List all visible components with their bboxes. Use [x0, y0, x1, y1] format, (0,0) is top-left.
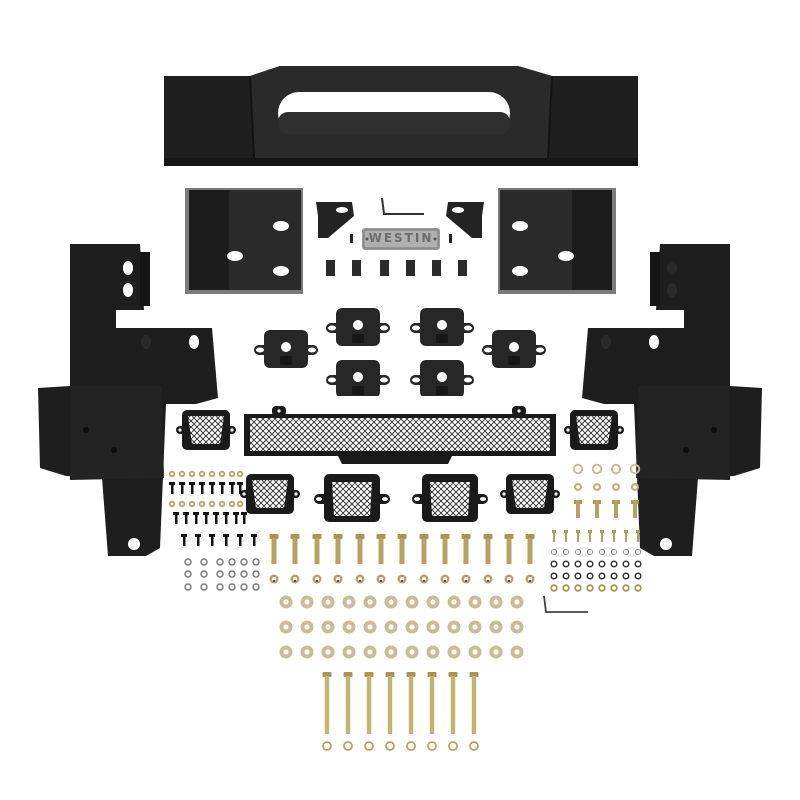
allen-key-icon — [380, 198, 426, 218]
small-tab-left — [316, 202, 356, 238]
frame-bracket-right — [572, 238, 764, 558]
hardware-left — [164, 468, 264, 594]
side-box-right — [498, 188, 616, 294]
frame-bracket-left — [36, 238, 228, 558]
mesh-grille-main — [242, 404, 558, 466]
badge-screw-left — [350, 234, 353, 243]
side-box-left — [185, 188, 303, 294]
badge-screw-right — [449, 234, 452, 243]
allen-key-bottom — [543, 595, 588, 613]
mount-plates — [250, 296, 550, 396]
westin-badge: WESTIN — [362, 228, 440, 250]
hardware-right — [538, 460, 642, 616]
badge-text: WESTIN — [368, 231, 434, 245]
winch-bumper-top — [162, 64, 640, 170]
hardware-center — [264, 532, 540, 782]
small-tab-right — [444, 202, 484, 238]
clips-row — [322, 260, 472, 278]
